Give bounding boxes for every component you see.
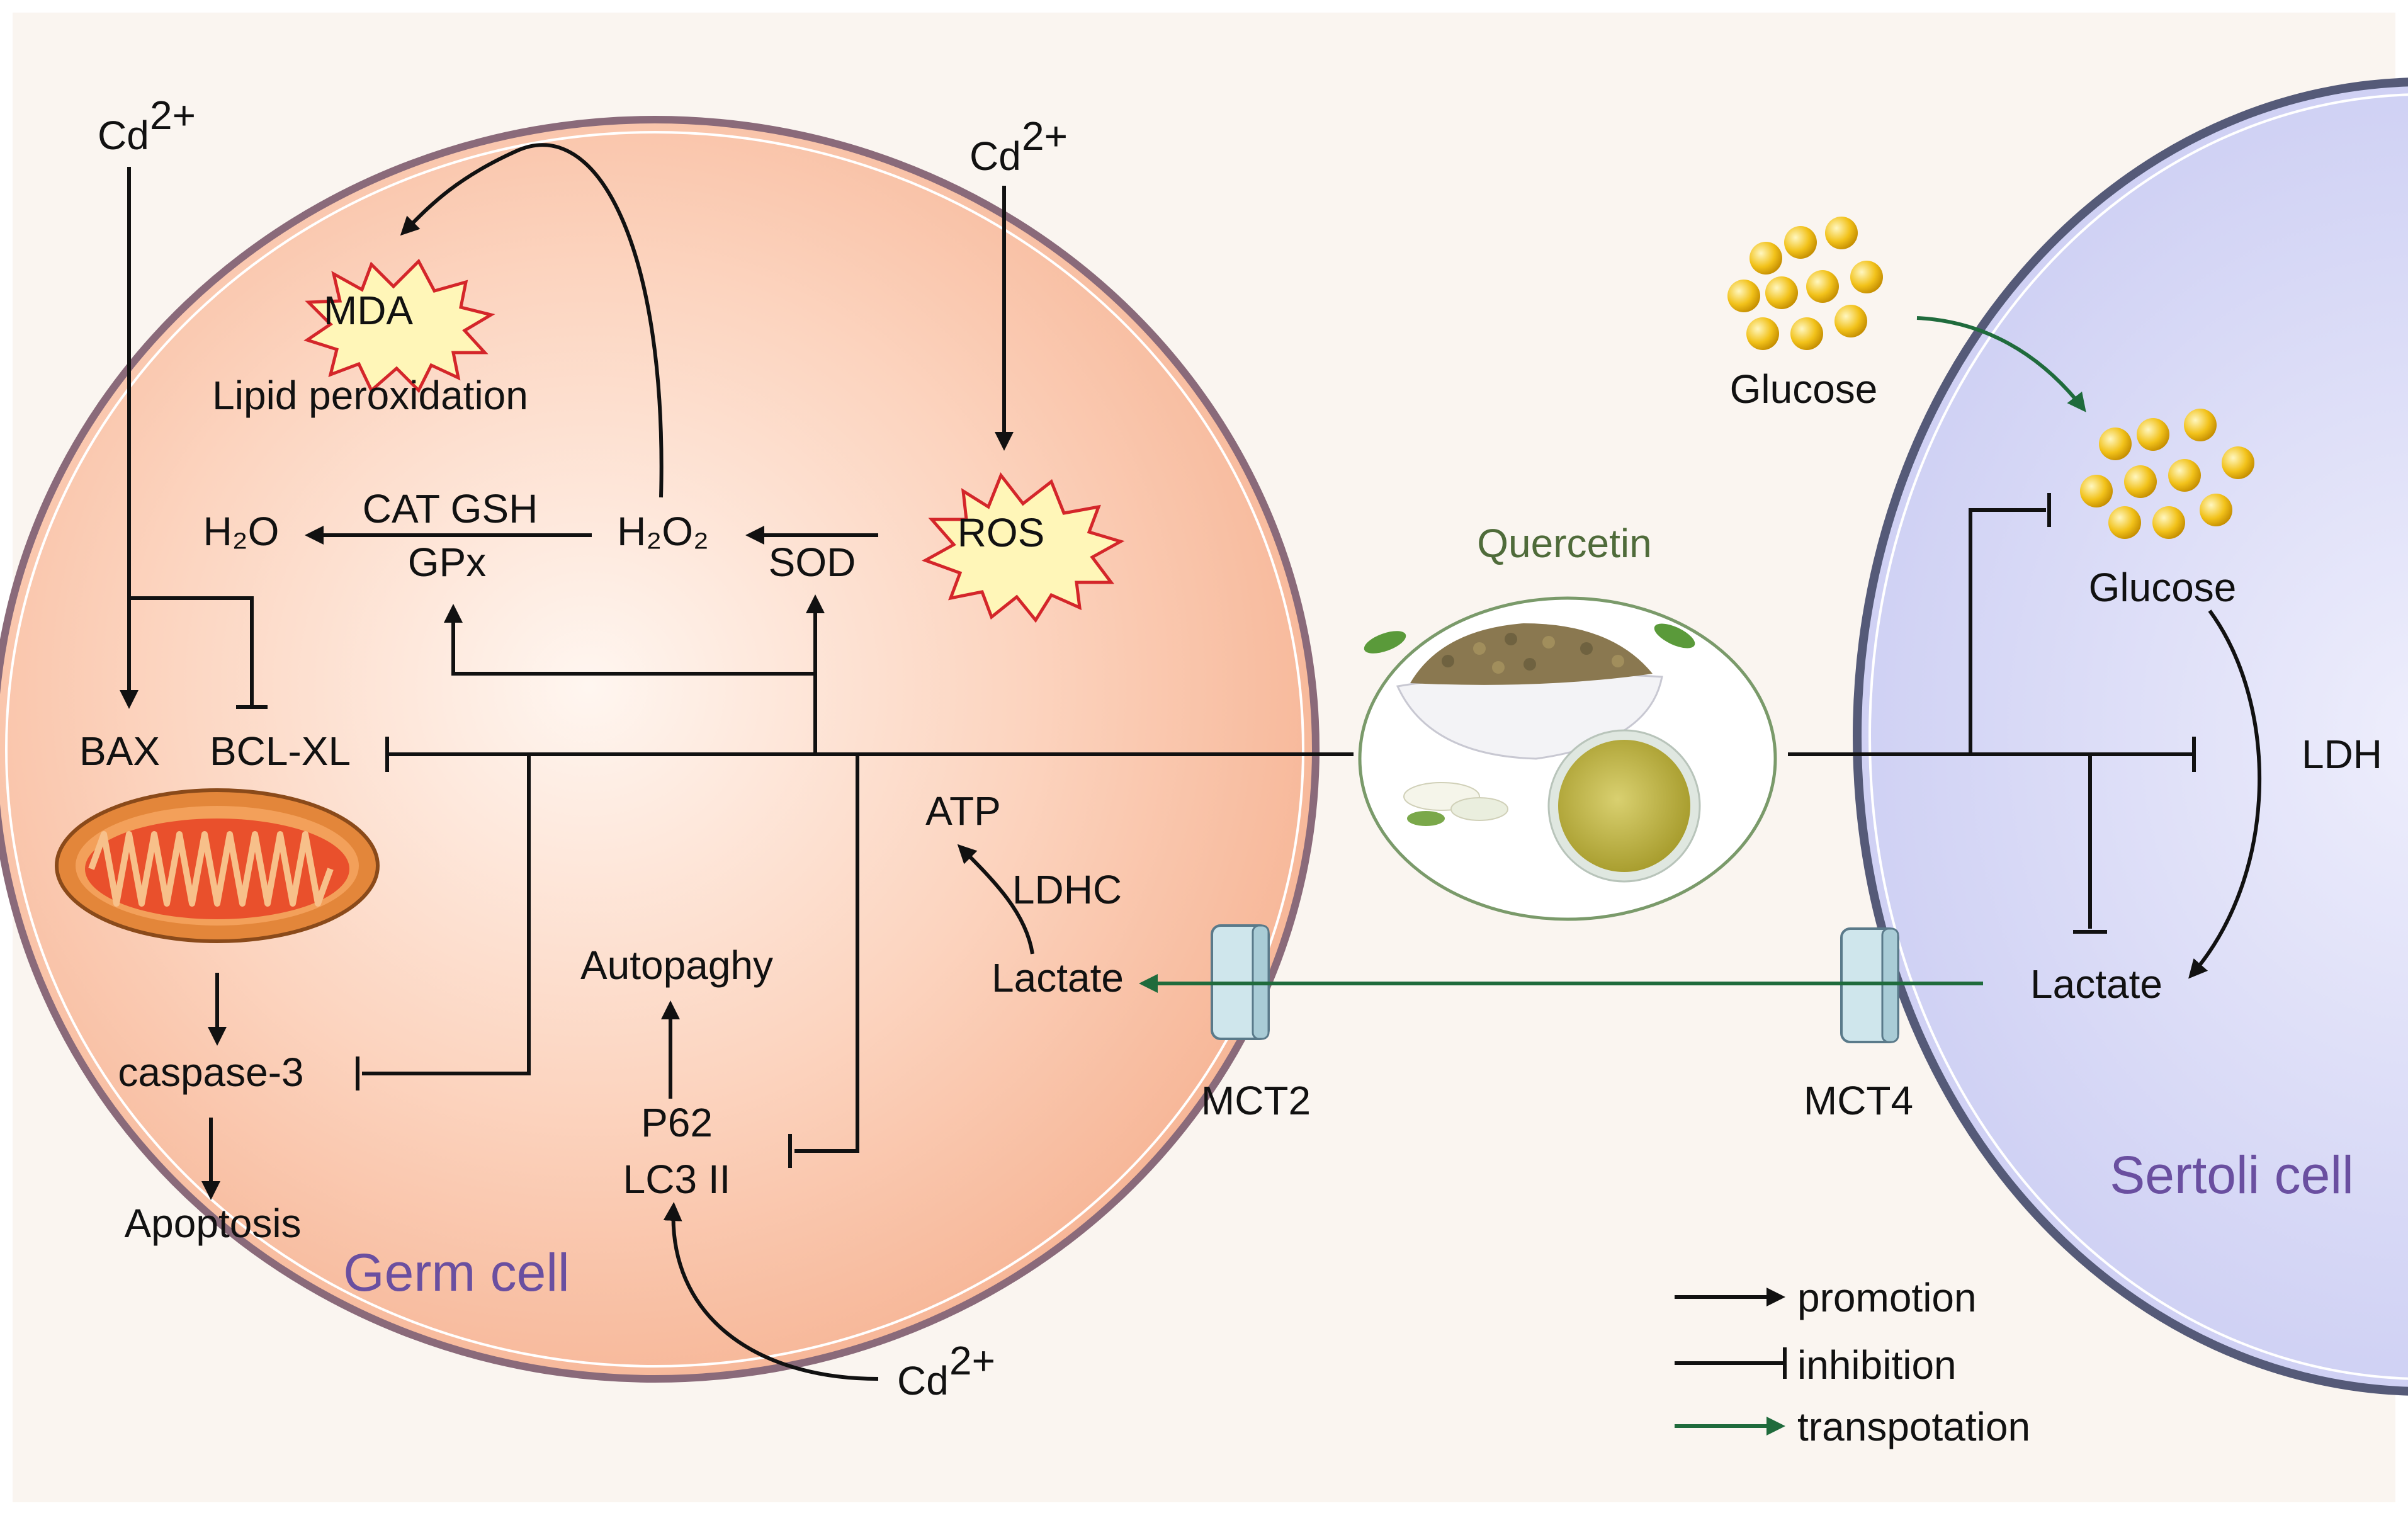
cd-top-mid: Cd 2+ — [969, 113, 1068, 179]
mitochondria-icon — [55, 788, 380, 943]
ldhc-label: LDHC — [1012, 867, 1122, 912]
quercetin-inhibit-lc3 — [794, 754, 859, 1153]
legend-transport-label: transpotation — [1797, 1404, 2030, 1449]
svg-text:Cd: Cd — [969, 133, 1021, 179]
sod-label: SOD — [769, 540, 856, 585]
bax-label: BAX — [79, 728, 160, 774]
ros-burst: ROS — [921, 472, 1125, 623]
h2o2-to-mda-arrow — [400, 143, 664, 498]
sertoli-lactate-label: Lactate — [2030, 961, 2162, 1007]
mda-burst: MDA — [303, 258, 495, 394]
quercetin-inhibit-caspase — [362, 754, 531, 1075]
atp-label: ATP — [925, 788, 1001, 834]
mct2-label: MCT2 — [1201, 1078, 1311, 1123]
svg-text:MDA: MDA — [324, 288, 414, 333]
p62-label: P62 — [641, 1100, 713, 1145]
cd-inhibit-bclxl — [129, 596, 254, 705]
quercetin-label: Quercetin — [1477, 521, 1651, 566]
glucose-uptake-arrow — [1916, 316, 2086, 412]
quercetin-to-gpx-arrow — [444, 604, 817, 752]
glucose-cluster-outside — [1727, 217, 1883, 350]
glucose-inside-label: Glucose — [2089, 565, 2237, 610]
germ-cell — [0, 116, 1320, 1383]
apoptosis-label: Apoptosis — [124, 1201, 301, 1246]
autophagy-label: Autopaghy — [580, 943, 773, 988]
lactate-to-atp-arrow — [957, 844, 1034, 954]
ldh-label: LDH — [2302, 732, 2382, 777]
svg-text:Cd: Cd — [98, 113, 149, 158]
quercetin-inhibit-glucose — [1969, 508, 2046, 754]
glucose-cluster-inside — [2080, 409, 2254, 539]
h2o-label: H₂O — [203, 509, 280, 554]
germ-cell-label: Germ cell — [343, 1243, 569, 1302]
legend-promotion-label: promotion — [1797, 1275, 1977, 1320]
mct4-label: MCT4 — [1804, 1078, 1913, 1123]
glucose-outside-label: Glucose — [1730, 366, 1878, 412]
germ-lactate-label: Lactate — [992, 955, 1124, 1000]
gpx-label: GPx — [408, 540, 486, 585]
svg-text:2+: 2+ — [949, 1338, 995, 1383]
bclxl-label: BCL-XL — [210, 728, 351, 774]
legend-inhibition-label: inhibition — [1797, 1342, 1957, 1388]
svg-text:2+: 2+ — [150, 93, 196, 138]
sertoli-cell — [1853, 77, 2408, 1396]
lc3-label: LC3 II — [623, 1157, 731, 1202]
h2o2-label: H₂O₂ — [617, 509, 709, 554]
glucose-to-lactate-arrow — [2188, 609, 2262, 979]
sertoli-cell-label: Sertoli cell — [2110, 1145, 2353, 1204]
svg-text:2+: 2+ — [1022, 113, 1068, 159]
cd-bottom: Cd 2+ — [897, 1338, 995, 1403]
svg-text:ROS: ROS — [958, 510, 1045, 555]
lipid-peroxidation-label: Lipid peroxidation — [212, 373, 528, 418]
svg-text:Cd: Cd — [897, 1358, 949, 1403]
legend: promotion inhibition transpotation — [1675, 1275, 2030, 1449]
caspase-3-label: caspase-3 — [118, 1050, 303, 1095]
quercetin-image — [1358, 596, 1777, 921]
cd-top-left: Cd 2+ — [98, 93, 196, 158]
cd-to-lc3-arrow — [663, 1202, 879, 1381]
cat-gsh-label: CAT GSH — [363, 486, 538, 531]
